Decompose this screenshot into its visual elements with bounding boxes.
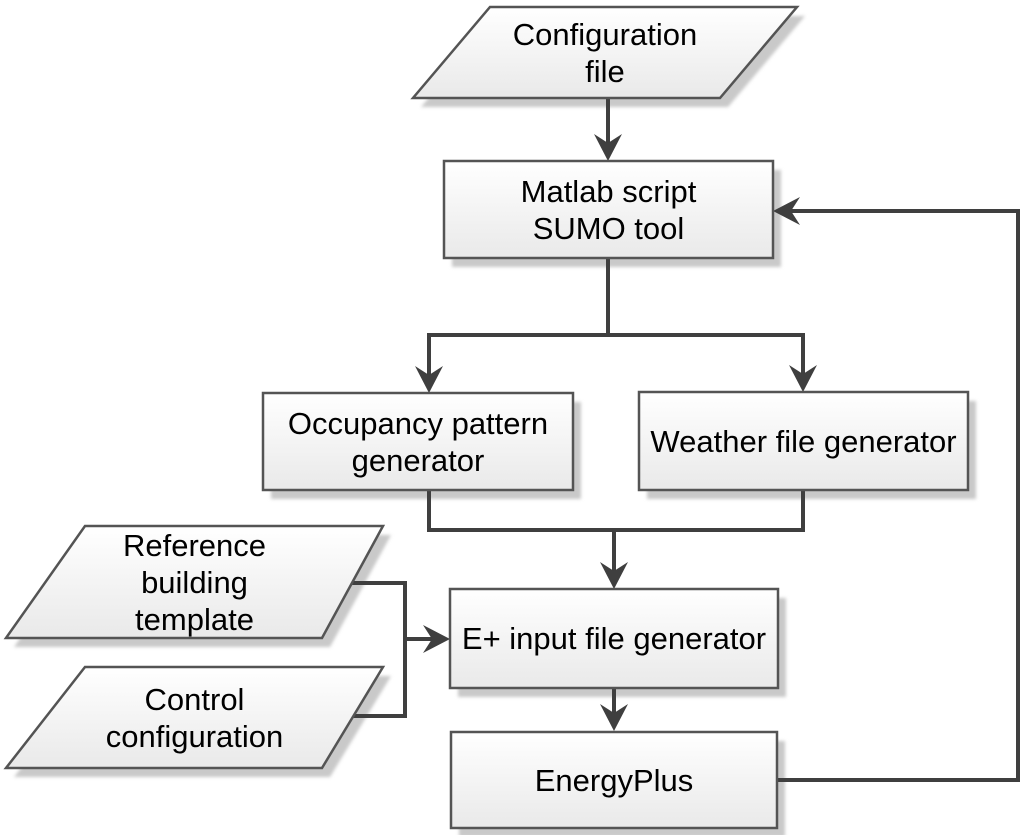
- energyplus-shape: [449, 730, 779, 830]
- weather-file-generator-shape: [637, 390, 970, 492]
- occupancy-pattern-generator-shape: [261, 391, 575, 492]
- configuration-file-shape: [410, 5, 800, 100]
- edge-matlab-split-branches: [427, 333, 805, 376]
- matlab-script-sumo-tool-shape: [442, 159, 775, 260]
- arrowhead-into-occupancy: [415, 366, 443, 393]
- arrowhead-into-eplus-input-top: [600, 562, 628, 589]
- arrowhead-into-weather: [789, 365, 817, 392]
- connector-lines: [348, 97, 1020, 782]
- control-configuration-shape: [3, 665, 386, 770]
- edge-templates-bracket: [348, 581, 407, 718]
- arrowhead-into-matlab-top: [594, 134, 622, 161]
- edge-energyplus-feedback: [776, 209, 1020, 782]
- arrowheads: [415, 134, 817, 731]
- eplus-input-file-generator-shape: [448, 587, 780, 690]
- arrowhead-into-eplus-input-left: [423, 625, 450, 653]
- node-shapes: [3, 5, 970, 830]
- arrowhead-feedback-into-matlab: [773, 197, 800, 225]
- reference-building-template-shape: [3, 524, 386, 640]
- arrowhead-into-energyplus: [600, 704, 628, 731]
